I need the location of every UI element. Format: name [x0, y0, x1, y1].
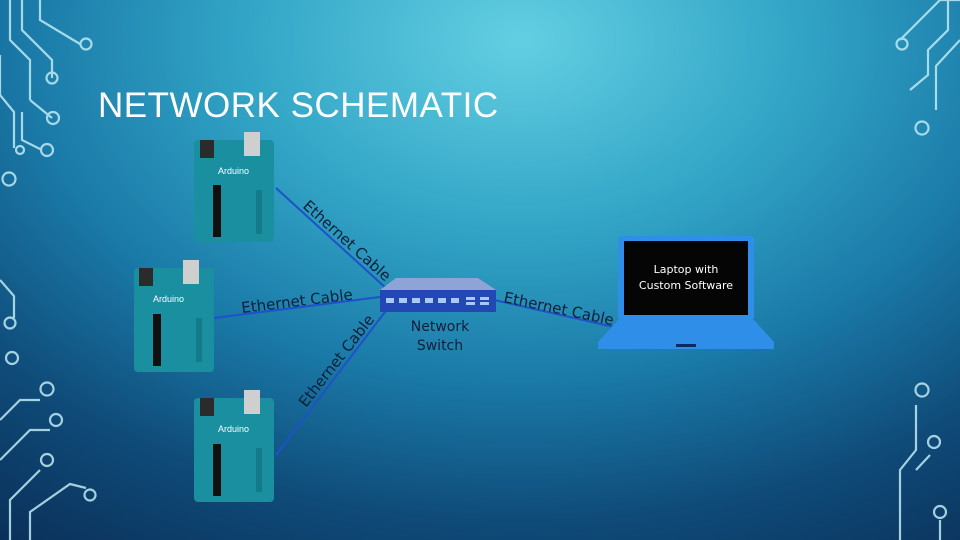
cable-arduino2-switch	[213, 295, 389, 319]
switch-label-line2: Switch	[417, 338, 463, 354]
arduino-label-1: Arduino	[218, 166, 249, 176]
switch-label-line1: Network	[411, 319, 470, 335]
network-switch: Network Switch	[380, 278, 496, 354]
laptop-label-line2: Custom Software	[639, 279, 733, 292]
laptop-label-line1: Laptop with	[654, 263, 719, 276]
cable-label-4: Ethernet Cable	[502, 288, 615, 329]
switch-ports	[386, 297, 489, 305]
cable-arduino1-switch	[275, 187, 389, 291]
cable-label-3: Ethernet Cable	[295, 311, 378, 410]
arduino-label-2: Arduino	[153, 294, 184, 304]
arduino-board-2: Arduino	[134, 260, 214, 372]
cable-label-1: Ethernet Cable	[299, 197, 394, 285]
arduino-board-3: Arduino	[194, 390, 274, 502]
laptop: Laptop with Custom Software	[598, 236, 774, 349]
arduino-label-3: Arduino	[218, 424, 249, 434]
cable-label-2: Ethernet Cable	[240, 285, 353, 317]
cables	[213, 187, 615, 456]
cable-arduino3-switch	[275, 307, 389, 456]
arduino-board-1: Arduino	[194, 132, 274, 242]
cable-switch-laptop	[493, 299, 615, 328]
slide-title: NETWORK SCHEMATIC	[98, 86, 499, 125]
